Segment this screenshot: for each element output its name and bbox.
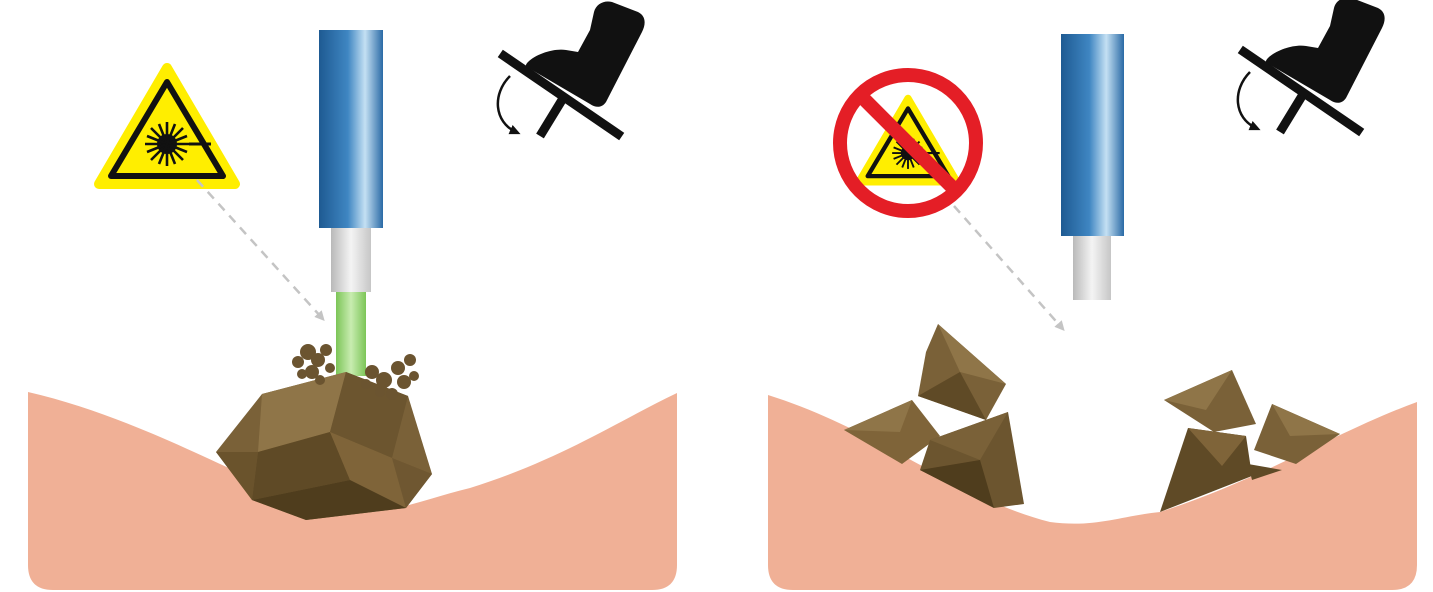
laser-beam bbox=[336, 292, 366, 376]
laser-fiber bbox=[319, 30, 383, 228]
laser-warning-icon bbox=[99, 68, 235, 184]
dashed-arrow bbox=[954, 206, 1062, 328]
panel-laser-on bbox=[28, 1, 677, 590]
dashed-arrow bbox=[197, 180, 322, 318]
panel-laser-off bbox=[768, 0, 1417, 590]
fiber-tip bbox=[331, 228, 371, 292]
foot-pedal-released-icon bbox=[1238, 0, 1385, 132]
foot-pedal-pressed-icon bbox=[498, 1, 645, 136]
laser-fiber bbox=[1061, 34, 1124, 236]
laser-prohibited-icon bbox=[840, 75, 976, 211]
fiber-tip bbox=[1073, 236, 1111, 300]
